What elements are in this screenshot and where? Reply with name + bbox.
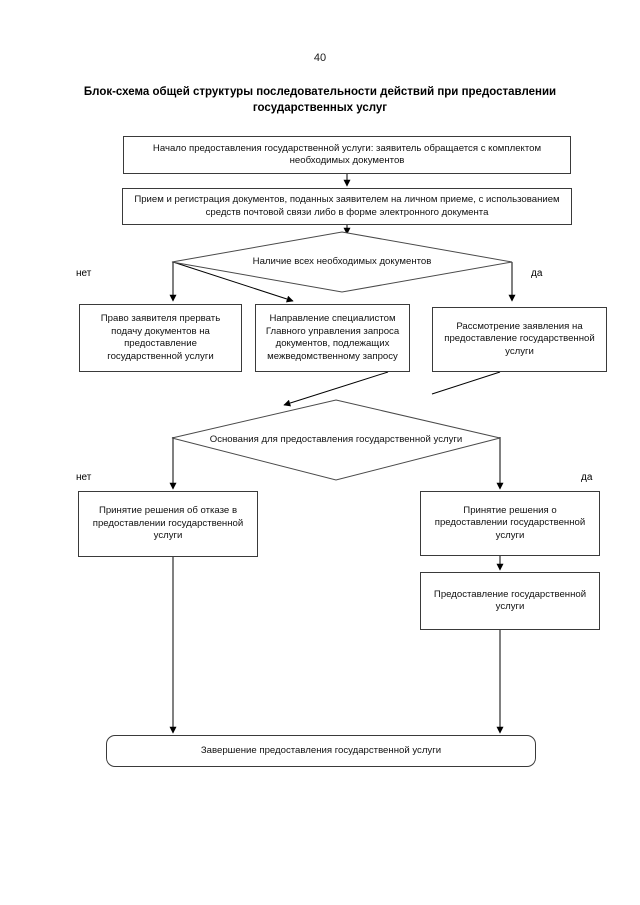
page-title: Блок-схема общей структуры последователь… <box>83 86 557 114</box>
node-provide-service-label: Предоставление государственной услуги <box>433 588 587 613</box>
line-review-to-grounds <box>431 371 501 395</box>
node-decision-grant: Принятие решения о предоставлении госуда… <box>420 491 600 556</box>
node-provide-service: Предоставление государственной услуги <box>420 572 600 630</box>
node-review-application: Рассмотрение заявления на предоставление… <box>432 307 607 372</box>
node-decision-grant-label: Принятие решения о предоставлении госуда… <box>434 504 586 541</box>
node-interagency-request: Направление специалистом Главного управл… <box>255 304 410 372</box>
branch-label-docs-no: нет <box>76 268 92 279</box>
node-interagency-request-label: Направление специалистом Главного управл… <box>265 313 400 362</box>
diamond-shape-documents <box>171 231 513 293</box>
node-decision-grounds: Основания для предоставления государстве… <box>171 399 501 481</box>
node-finish: Завершение предоставления государственно… <box>106 735 536 767</box>
node-review-application-label: Рассмотрение заявления на предоставление… <box>444 320 595 357</box>
node-decision-documents: Наличие всех необходимых документов <box>171 231 513 293</box>
branch-label-docs-yes: да <box>531 268 543 279</box>
node-start-label: Начало предоставления государственной ус… <box>152 142 542 167</box>
node-decision-grounds-label: Основания для предоставления государстве… <box>209 433 463 445</box>
diamond-shape-grounds <box>171 399 501 481</box>
page-number: 40 <box>313 52 327 64</box>
branch-label-grounds-yes: да <box>581 472 593 483</box>
node-decision-documents-label: Наличие всех необходимых документов <box>252 255 432 267</box>
node-right-to-interrupt: Право заявителя прервать подачу документ… <box>79 304 242 372</box>
node-decision-refusal: Принятие решения об отказе в предоставле… <box>78 491 258 557</box>
branch-label-grounds-no: нет <box>76 472 92 483</box>
node-register-label: Прием и регистрация документов, поданных… <box>134 194 560 218</box>
node-right-to-interrupt-label: Право заявителя прервать подачу документ… <box>100 313 221 362</box>
node-register: Прием и регистрация документов, поданных… <box>122 188 572 225</box>
node-finish-label: Завершение предоставления государственно… <box>200 744 442 756</box>
node-start: Начало предоставления государственной ус… <box>123 136 571 174</box>
node-decision-refusal-label: Принятие решения об отказе в предоставле… <box>92 505 244 542</box>
